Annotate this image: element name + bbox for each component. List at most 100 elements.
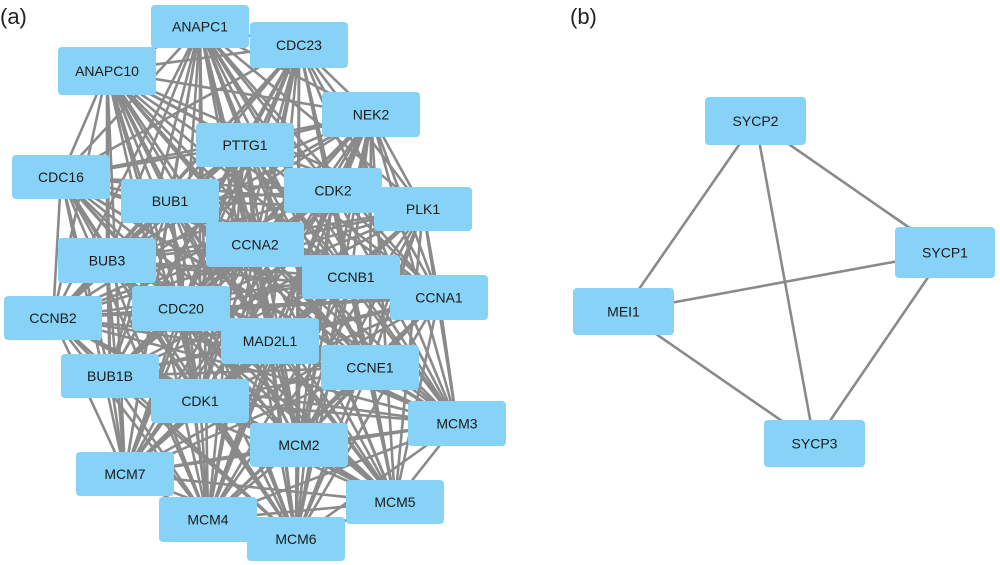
node-label: CDC20 xyxy=(158,301,204,317)
node-pttg1[interactable]: PTTG1 xyxy=(196,123,294,167)
node-box xyxy=(895,227,995,278)
edge-cdc20-mcm2 xyxy=(179,307,301,447)
node-ccnb1[interactable]: CCNB1 xyxy=(302,255,400,299)
node-box xyxy=(58,238,156,283)
node-label: CCNA1 xyxy=(415,290,463,306)
node-box xyxy=(408,401,506,446)
node-mcm5[interactable]: MCM5 xyxy=(346,480,444,524)
edge-anapc1-plk1 xyxy=(198,25,425,211)
node-label: MCM2 xyxy=(278,437,319,453)
node-ccna1[interactable]: CCNA1 xyxy=(390,275,488,320)
node-label: CCNA2 xyxy=(231,237,279,253)
node-cdk1[interactable]: CDK1 xyxy=(151,379,249,423)
node-label: ANAPC10 xyxy=(75,63,139,79)
node-sycp3[interactable]: SYCP3 xyxy=(764,420,865,467)
node-mei1[interactable]: MEI1 xyxy=(573,288,674,335)
node-box xyxy=(206,222,304,267)
node-box xyxy=(250,22,348,68)
panel-b-label: (b) xyxy=(570,4,597,29)
node-label: MCM7 xyxy=(104,466,145,482)
node-sycp2[interactable]: SYCP2 xyxy=(705,97,806,145)
node-box xyxy=(374,187,472,231)
edge-anapc1-cdc16 xyxy=(59,25,202,179)
node-cdk2[interactable]: CDK2 xyxy=(284,168,382,213)
edge-bub1-mcm7 xyxy=(123,199,172,476)
node-mad2l1[interactable]: MAD2L1 xyxy=(221,318,319,364)
node-cdc23[interactable]: CDC23 xyxy=(250,22,348,68)
node-box xyxy=(321,345,419,390)
panel-a-label: (a) xyxy=(0,4,27,29)
node-label: SYCP1 xyxy=(922,245,968,261)
node-label: BUB1 xyxy=(152,193,189,209)
edge-mei1-sycp1 xyxy=(622,251,947,313)
node-ccnb2[interactable]: CCNB2 xyxy=(4,296,102,340)
edge-ccnb2-mcm4 xyxy=(51,316,210,521)
node-label: PLK1 xyxy=(406,201,440,217)
node-label: NEK2 xyxy=(353,107,390,123)
node-mcm4[interactable]: MCM4 xyxy=(159,497,257,542)
edge-nek2-ccne1 xyxy=(368,113,373,369)
node-mcm2[interactable]: MCM2 xyxy=(250,423,348,467)
node-box xyxy=(159,497,257,542)
node-anapc1[interactable]: ANAPC1 xyxy=(151,5,249,48)
edge-cdk1-mcm6 xyxy=(198,399,298,541)
node-box xyxy=(61,354,159,398)
node-box xyxy=(390,275,488,320)
edge-cdc16-mcm4 xyxy=(59,175,210,521)
node-bub1[interactable]: BUB1 xyxy=(121,179,219,223)
node-mcm7[interactable]: MCM7 xyxy=(76,452,174,496)
edge-anapc1-cdk2 xyxy=(198,25,335,192)
node-mcm3[interactable]: MCM3 xyxy=(408,401,506,446)
node-box xyxy=(121,179,219,223)
edge-ccna1-mcm5 xyxy=(393,296,441,504)
node-cdc20[interactable]: CDC20 xyxy=(132,286,230,331)
node-label: CDC23 xyxy=(276,37,322,53)
node-box xyxy=(573,288,674,335)
node-box xyxy=(764,420,865,467)
edge-mad2l1-mcm5 xyxy=(268,339,397,504)
edge-sycp2-mei1 xyxy=(622,119,757,313)
node-box xyxy=(247,517,345,561)
node-plk1[interactable]: PLK1 xyxy=(374,187,472,231)
node-sycp1[interactable]: SYCP1 xyxy=(895,227,995,278)
node-label: CCNB2 xyxy=(29,310,77,326)
edge-cdc16-ccnb2 xyxy=(51,175,63,320)
node-cdc16[interactable]: CDC16 xyxy=(12,155,110,199)
node-nek2[interactable]: NEK2 xyxy=(322,92,420,137)
node-label: MCM4 xyxy=(187,512,228,528)
node-box xyxy=(302,255,400,299)
edge-nek2-bub3 xyxy=(105,113,373,262)
node-box xyxy=(132,286,230,331)
node-box xyxy=(151,379,249,423)
node-label: ANAPC1 xyxy=(172,19,228,35)
node-bub3[interactable]: BUB3 xyxy=(58,238,156,283)
node-box xyxy=(322,92,420,137)
node-box xyxy=(58,47,156,95)
node-label: SYCP2 xyxy=(733,113,779,129)
node-box xyxy=(151,5,249,48)
node-label: CDK1 xyxy=(181,393,219,409)
node-label: MEI1 xyxy=(607,304,640,320)
node-ccne1[interactable]: CCNE1 xyxy=(321,345,419,390)
node-label: BUB1B xyxy=(87,368,133,384)
node-label: CCNE1 xyxy=(346,360,394,376)
node-box xyxy=(196,123,294,167)
node-ccna2[interactable]: CCNA2 xyxy=(206,222,304,267)
node-anapc10[interactable]: ANAPC10 xyxy=(58,47,156,95)
panel-b-edges xyxy=(622,119,947,445)
node-label: SYCP3 xyxy=(792,436,838,452)
node-mcm6[interactable]: MCM6 xyxy=(247,517,345,561)
node-box xyxy=(250,423,348,467)
node-box xyxy=(346,480,444,524)
node-bub1b[interactable]: BUB1B xyxy=(61,354,159,398)
node-label: MCM6 xyxy=(275,531,316,547)
node-box xyxy=(284,168,382,213)
node-box xyxy=(12,155,110,199)
edge-ccna1-mcm6 xyxy=(294,296,441,541)
node-label: PTTG1 xyxy=(222,137,267,153)
